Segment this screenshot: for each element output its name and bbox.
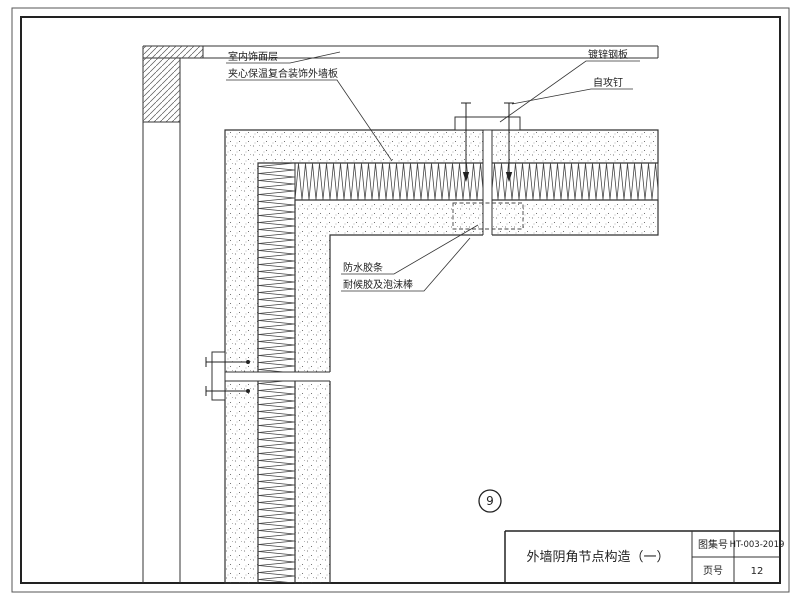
inner-panel-skin xyxy=(294,199,659,584)
detail-number-bubble: 9 xyxy=(478,489,502,513)
self-tapping-screw-top xyxy=(205,357,250,367)
galvanized-plate xyxy=(454,116,521,131)
label-waterproof-strip: 防水胶条 xyxy=(343,261,383,274)
border-frame xyxy=(11,7,790,593)
title-block: 外墙阴角节点构造（一） 图集号 HT-003-2019 页号 12 xyxy=(504,530,785,583)
self-tapping-screw-left xyxy=(461,102,471,182)
atlas-number-value: HT-003-2019 xyxy=(730,540,785,550)
insulation-core-horizontal xyxy=(295,163,658,200)
page-number-label: 页号 xyxy=(703,565,723,577)
interior-finish-layer xyxy=(142,45,659,583)
label-self-tapping-screw: 自攻钉 xyxy=(593,76,623,89)
label-sealant-foam: 耐候胶及泡沫棒 xyxy=(343,278,413,291)
galvanized-plate-side xyxy=(211,351,226,401)
drawing-title: 外墙阴角节点构造（一） xyxy=(526,550,669,565)
leader-lines xyxy=(226,51,640,292)
sealant-zone-dashed xyxy=(452,202,524,230)
page-number-value: 12 xyxy=(751,566,764,577)
label-sandwich-panel: 夹心保温复合装饰外墙板 xyxy=(228,67,338,80)
detail-number: 9 xyxy=(486,494,494,508)
callout-labels: 室内饰面层 夹心保温复合装饰外墙板 镀锌钢板 自攻钉 防水胶条 耐候胶及泡沫棒 xyxy=(228,48,628,291)
panel-joint-vertical xyxy=(205,351,331,401)
self-tapping-screw-bottom xyxy=(205,386,250,396)
self-tapping-screw-right xyxy=(504,102,514,182)
panel-joint-horizontal xyxy=(452,102,524,237)
label-interior-finish: 室内饰面层 xyxy=(228,50,278,63)
label-galvanized-plate: 镀锌钢板 xyxy=(588,48,628,61)
wall-assembly xyxy=(224,129,659,584)
atlas-number-label: 图集号 xyxy=(698,538,728,551)
